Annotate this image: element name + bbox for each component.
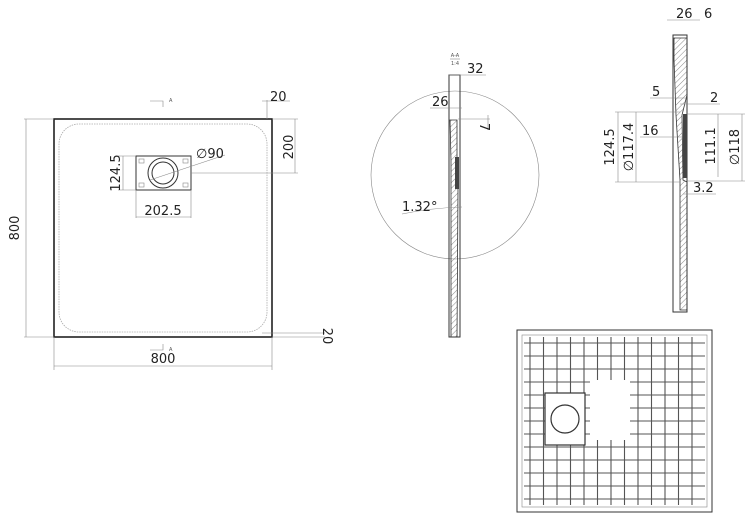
section-marker-top [150,100,164,107]
section-title: A-A [451,53,460,59]
detail-view: 26 6 5 2 124.5 ∅117.4 16 111.1 ∅118 3.2 [603,7,745,313]
grid-open-area [590,380,630,440]
underside-outline [516,329,713,513]
section-scale: 1:4 [451,61,459,67]
underside-view [516,329,713,513]
section-marker-label: A [169,98,173,104]
dim-lip: 7 [476,123,491,131]
dim-depth: 800 [8,216,23,241]
detail-hatch [673,37,688,311]
dim-111-1: 111.1 [704,127,719,164]
dim-124-5: 124.5 [603,128,618,165]
dim-edge-bottom: 20 [319,328,334,345]
dim-thickness-total: 32 [467,62,484,77]
dim-dia-117-4: ∅117.4 [622,123,637,172]
section-view: A-A 1:4 32 26 7 1.32° [370,53,540,338]
dim-drain-diameter: ∅90 [196,147,224,162]
dim-drain-box-width: 202.5 [144,204,181,219]
tray-basin-outline [58,123,268,333]
drain-opening [550,404,580,434]
plan-view: A A 800 800 20 20 200 ∅90 124.5 202.5 [8,90,334,370]
dim-width: 800 [151,352,176,367]
dim-3-2: 3.2 [693,181,714,196]
dim-drain-offset: 200 [282,135,297,160]
drain-assembly [135,155,192,191]
dim-2: 2 [710,91,718,106]
dim-edge-top: 20 [270,90,287,105]
dim-thickness-body: 26 [432,95,449,110]
section-marker-label: A [169,347,173,353]
section-hatch [449,119,459,338]
dim-5: 5 [652,85,660,100]
dim-slope-angle: 1.32° [402,200,437,215]
underside-inner-outline [521,334,708,508]
tray-outline [53,118,273,338]
section-marker-bottom [150,344,164,351]
dim-dia-118: ∅118 [728,129,743,165]
dim-drain-box-height: 124.5 [109,154,124,191]
dim-16: 16 [642,124,659,139]
dim-top-6: 6 [704,7,712,22]
dim-top-26: 26 [676,7,693,22]
